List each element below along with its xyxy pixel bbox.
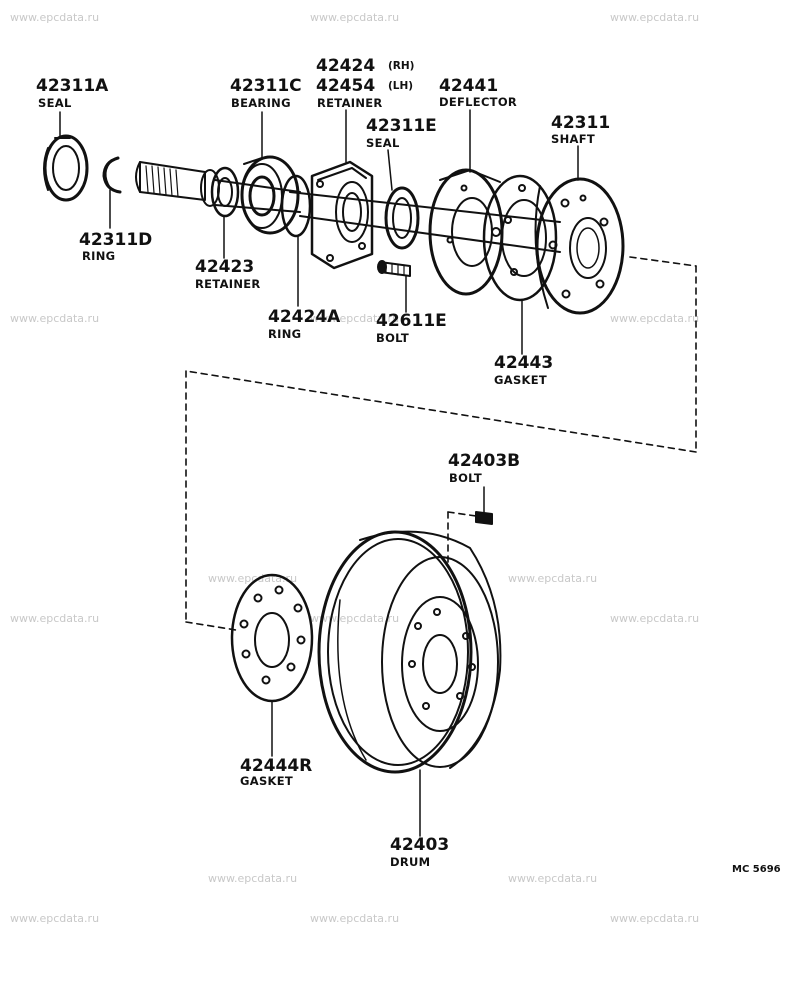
watermark: www.epcdata.ru xyxy=(310,912,400,925)
part-number-42311c: 42311C xyxy=(230,76,302,96)
part-number-42311: 42311 xyxy=(551,113,611,133)
watermark: www.epcdata.ru xyxy=(10,912,100,925)
part-name-seal: SEAL xyxy=(38,96,72,110)
watermark: www.epcdata.ru xyxy=(10,612,100,625)
part-name-drum: DRUM xyxy=(390,855,431,869)
part-name-seal: SEAL xyxy=(366,136,400,150)
part-number-42311d: 42311D xyxy=(79,230,153,250)
watermark: www.epcdata.ru xyxy=(610,612,700,625)
seal-42311e xyxy=(384,186,420,250)
part-name-retainer: RETAINER xyxy=(195,277,261,291)
watermark: www.epcdata.ru xyxy=(208,872,298,885)
watermark: www.epcdata.ru xyxy=(508,872,598,885)
part-number-42441: 42441 xyxy=(439,76,499,96)
part-name-ring: RING xyxy=(82,249,116,263)
part-name-retainer: RETAINER xyxy=(317,96,383,110)
part-name-gasket: GASKET xyxy=(240,774,294,788)
side-lh: (LH) xyxy=(388,80,414,92)
dashed-connection-lines xyxy=(185,256,697,631)
bearing-42311c xyxy=(240,155,300,235)
part-number-42444r: 42444R xyxy=(240,756,313,776)
watermark: www.epcdata.ru xyxy=(310,312,400,325)
ring-42311d xyxy=(102,156,122,194)
watermark: www.epcdata.ru xyxy=(508,572,598,585)
part-number-42311a: 42311A xyxy=(36,76,109,96)
part-name-ring: RING xyxy=(268,327,302,341)
part-name-deflector: DEFLECTOR xyxy=(439,95,518,109)
watermark: www.epcdata.ru xyxy=(10,11,100,24)
retainer-42423 xyxy=(210,166,240,218)
part-name-bearing: BEARING xyxy=(231,96,291,110)
part-number-42454: 42454 xyxy=(316,76,376,96)
part-number-42403b: 42403B xyxy=(448,451,521,471)
watermark: www.epcdata.ru xyxy=(610,11,700,24)
part-number-42424: 42424 xyxy=(316,56,376,76)
side-rh: (RH) xyxy=(388,60,415,72)
retainer-42424-42454 xyxy=(310,160,374,270)
part-number-42423: 42423 xyxy=(195,257,255,277)
bolt-42403b xyxy=(475,511,493,525)
watermark: www.epcdata.ru xyxy=(10,312,100,325)
seal-42311a xyxy=(43,134,89,202)
part-number-42443: 42443 xyxy=(494,353,554,373)
watermark: www.epcdata.ru xyxy=(310,11,400,24)
part-number-42311e: 42311E xyxy=(366,116,437,136)
part-name-shaft: SHAFT xyxy=(551,132,596,146)
gasket-42444r xyxy=(230,573,314,703)
part-number-42403: 42403 xyxy=(390,835,450,855)
brake-drum-42403 xyxy=(317,530,502,774)
figure-code: MC 5696 xyxy=(732,864,781,875)
ring-42424a xyxy=(280,174,312,238)
gasket-42443 xyxy=(482,174,558,302)
part-number-42611e: 42611E xyxy=(376,311,447,331)
leader-lines xyxy=(59,109,579,837)
bolt-42611e xyxy=(377,260,411,277)
part-name-bolt: BOLT xyxy=(449,471,483,485)
part-name-bolt: BOLT xyxy=(376,331,410,345)
watermark: www.epcdata.ru xyxy=(610,312,700,325)
part-number-42424a: 42424A xyxy=(268,307,341,327)
watermark: www.epcdata.ru xyxy=(610,912,700,925)
part-name-gasket: GASKET xyxy=(494,373,548,387)
